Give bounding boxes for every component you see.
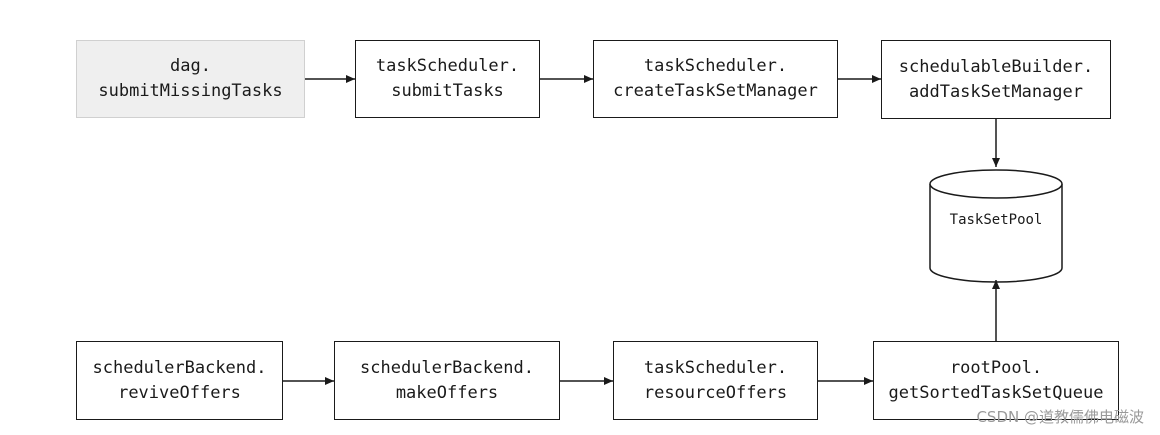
- node-line-2: submitMissingTasks: [98, 81, 283, 101]
- node-schedulable-builder-add-task-set-manager: schedulableBuilder. addTaskSetManager: [881, 40, 1111, 119]
- node-task-scheduler-create-task-set-manager: taskScheduler. createTaskSetManager: [593, 40, 838, 118]
- node-line-1: taskScheduler.: [375, 56, 520, 76]
- node-line-2: resourceOffers: [643, 382, 788, 403]
- node-line-2: makeOffers: [395, 382, 499, 403]
- node-root-pool-get-sorted-task-set-queue: rootPool. getSortedTaskSetQueue: [873, 341, 1119, 420]
- node-line-1: schedulerBackend.: [360, 357, 534, 378]
- node-line-1: dag.: [170, 56, 211, 76]
- node-line-1: taskScheduler.: [643, 56, 788, 76]
- task-set-pool-cylinder: [929, 169, 1063, 283]
- node-line-2: createTaskSetManager: [613, 81, 818, 101]
- node-line-2: addTaskSetManager: [909, 81, 1083, 102]
- node-line-1: taskScheduler.: [643, 357, 788, 378]
- node-task-scheduler-submit-tasks: taskScheduler. submitTasks: [355, 40, 540, 118]
- node-line-1: rootPool.: [949, 357, 1043, 378]
- node-line-2: getSortedTaskSetQueue: [888, 382, 1104, 403]
- node-scheduler-backend-make-offers: schedulerBackend. makeOffers: [334, 341, 560, 420]
- watermark: CSDN @道教儒佛电磁波: [976, 408, 1144, 426]
- node-line-2: reviveOffers: [118, 382, 241, 403]
- node-line-1: schedulableBuilder.: [898, 56, 1094, 77]
- node-task-scheduler-resource-offers: taskScheduler. resourceOffers: [613, 341, 818, 420]
- node-line-2: submitTasks: [391, 81, 504, 101]
- task-set-pool-label: TaskSetPool: [949, 212, 1043, 228]
- node-line-1: schedulerBackend.: [92, 357, 267, 378]
- node-scheduler-backend-revive-offers: schedulerBackend. reviveOffers: [76, 341, 283, 420]
- node-dag-submit-missing-tasks: dag. submitMissingTasks: [76, 40, 305, 118]
